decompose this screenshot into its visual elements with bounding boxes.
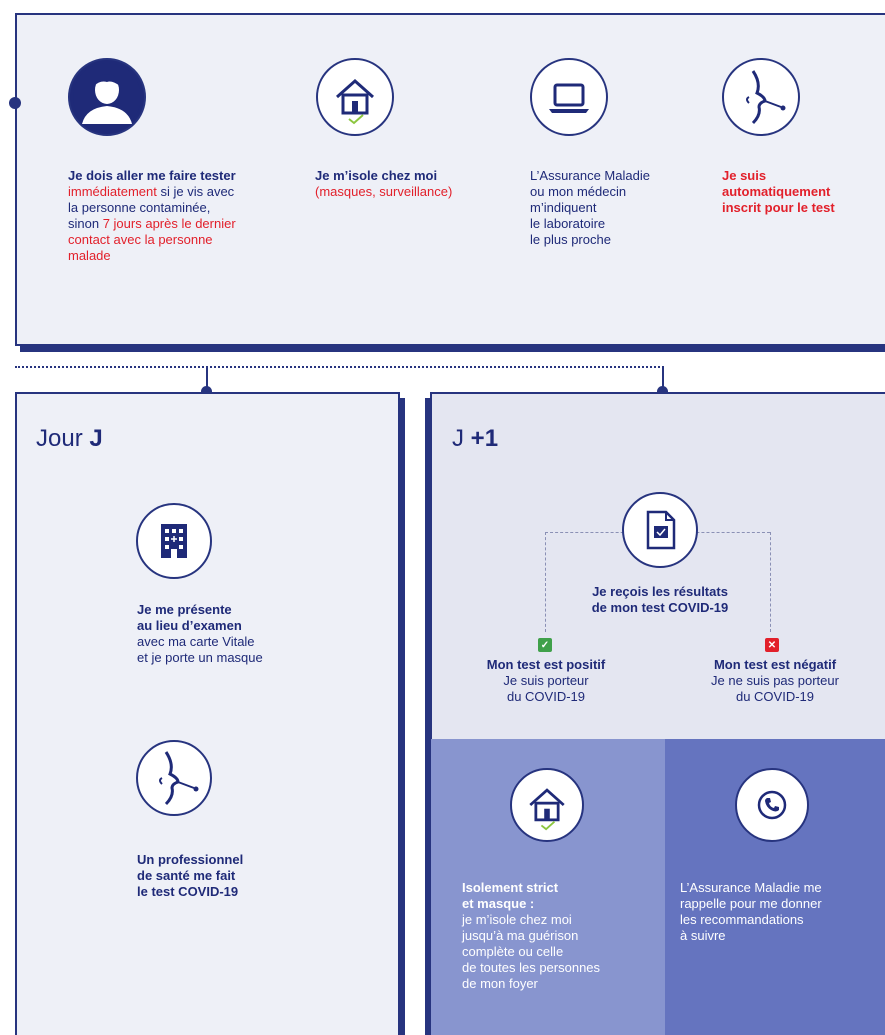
document-icon <box>622 492 698 568</box>
callback-line1: L’Assurance Maladie me <box>680 880 822 895</box>
jour-item2-line3: le test COVID-19 <box>137 884 239 899</box>
isolation-bold2: et masque : <box>462 896 535 911</box>
callback-text: L’Assurance Maladie me rappelle pour me … <box>680 880 880 944</box>
isolation-line2: jusqu’à ma guérison <box>462 928 579 943</box>
step3-line2: ou mon médecin <box>530 184 627 199</box>
house-icon <box>316 58 394 136</box>
results-line1: Je reçois les résultats <box>592 584 728 599</box>
dashed-right <box>770 532 771 632</box>
jour-item1-line4: et je porte un masque <box>137 650 263 665</box>
jour-item2-line1: Un professionnel <box>137 852 244 867</box>
connector-dot-jour <box>201 386 212 397</box>
positive-text: Mon test est positif Je suis porteur du … <box>468 657 624 705</box>
isolation-line3: complète ou celle <box>462 944 564 959</box>
step1-line4: sinon 7 jours après le dernier <box>68 216 288 232</box>
j1-heading-a: J <box>452 425 471 452</box>
isolation-line5: de mon foyer <box>462 976 538 991</box>
negative-title: Mon test est négatif <box>713 657 837 672</box>
results-line2: de mon test COVID-19 <box>591 600 729 615</box>
isolation-text: Isolement strict et masque : je m’isole … <box>462 880 662 992</box>
negative-line2: Je ne suis pas porteur <box>711 673 839 688</box>
results-text: Je reçois les résultats de mon test COVI… <box>560 584 760 616</box>
nasal-swab-icon <box>722 58 800 136</box>
house-icon-isolation <box>510 768 584 842</box>
step2-line2: (masques, surveillance) <box>315 184 453 199</box>
step3-text: L’Assurance Maladie ou mon médecin m’ind… <box>530 168 700 248</box>
phone-icon <box>735 768 809 842</box>
step1-line4-a: sinon <box>68 216 103 231</box>
jour-item2-line2: de santé me fait <box>137 868 236 883</box>
step2-line1: Je m’isole chez moi <box>315 168 438 183</box>
step1-text: Je dois aller me faire tester immédiatem… <box>68 168 288 264</box>
jour-panel-shadow <box>400 398 405 1035</box>
step1-line2: immédiatement si je vis avec <box>68 184 288 200</box>
step1-line1: Je dois aller me faire tester <box>68 168 236 183</box>
j1-heading: J +1 <box>452 425 498 453</box>
jour-item1-line3: avec ma carte Vitale <box>137 634 255 649</box>
step1-line4-red: 7 jours après le dernier <box>102 216 236 231</box>
top-connector-dot <box>9 97 21 109</box>
jour-heading-b: J <box>89 425 103 452</box>
step1-line6: malade <box>68 248 111 263</box>
step3-line4: le laboratoire <box>530 216 606 231</box>
isolation-line4: de toutes les personnes <box>462 960 601 975</box>
positive-line3: du COVID-19 <box>506 689 586 704</box>
j1-heading-b: +1 <box>470 425 499 452</box>
step1-line3: la personne contaminée, <box>68 200 211 215</box>
step1-line2-red: immédiatement <box>68 184 157 199</box>
step1-line5: contact avec la personne <box>68 232 213 247</box>
dotted-connector <box>15 366 664 368</box>
step3-line3: m’indiquent <box>530 200 597 215</box>
isolation-bold1: Isolement strict <box>462 880 559 895</box>
negative-text: Mon test est négatif Je ne suis pas port… <box>690 657 860 705</box>
connector-jour <box>206 366 208 390</box>
step3-line1: L’Assurance Maladie <box>530 168 650 183</box>
laptop-icon <box>530 58 608 136</box>
person-icon <box>68 58 146 136</box>
callback-line3: les recommandations <box>680 912 804 927</box>
step4-line3: inscrit pour le test <box>722 200 835 215</box>
step4-text: Je suis automatiquement inscrit pour le … <box>722 168 882 216</box>
step2-text: Je m’isole chez moi (masques, surveillan… <box>315 168 495 200</box>
connector-j1 <box>662 366 664 390</box>
top-panel-shadow <box>20 346 885 352</box>
jour-item1-bold2: au lieu d’examen <box>137 618 242 633</box>
nasal-swab-icon-jour <box>136 740 212 816</box>
step4-line1: Je suis <box>722 168 767 183</box>
positive-line2: Je suis porteur <box>503 673 589 688</box>
jour-item1-bold1: Je me présente <box>137 602 232 617</box>
jour-item2-text: Un professionnel de santé me fait le tes… <box>137 852 337 900</box>
callback-line4: à suivre <box>680 928 726 943</box>
building-icon <box>136 503 212 579</box>
positive-title: Mon test est positif <box>486 657 606 672</box>
step3-line5: le plus proche <box>530 232 611 247</box>
j1-panel-shadow <box>425 398 430 1035</box>
connector-dot-j1 <box>657 386 668 397</box>
step1-line2-rest: si je vis avec <box>156 184 235 199</box>
jour-heading-a: Jour <box>36 425 90 452</box>
jour-j-panel <box>15 392 400 1035</box>
negative-line3: du COVID-19 <box>735 689 815 704</box>
dashed-left <box>545 532 546 632</box>
step4-line2: automatiquement <box>722 184 831 199</box>
positive-check-icon: ✓ <box>538 638 552 652</box>
callback-line2: rappelle pour me donner <box>680 896 822 911</box>
jour-item1-text: Je me présente au lieu d’examen avec ma … <box>137 602 357 666</box>
isolation-line1: je m’isole chez moi <box>462 912 572 927</box>
jour-j-heading: Jour J <box>36 425 103 453</box>
negative-cross-icon: ✕ <box>765 638 779 652</box>
